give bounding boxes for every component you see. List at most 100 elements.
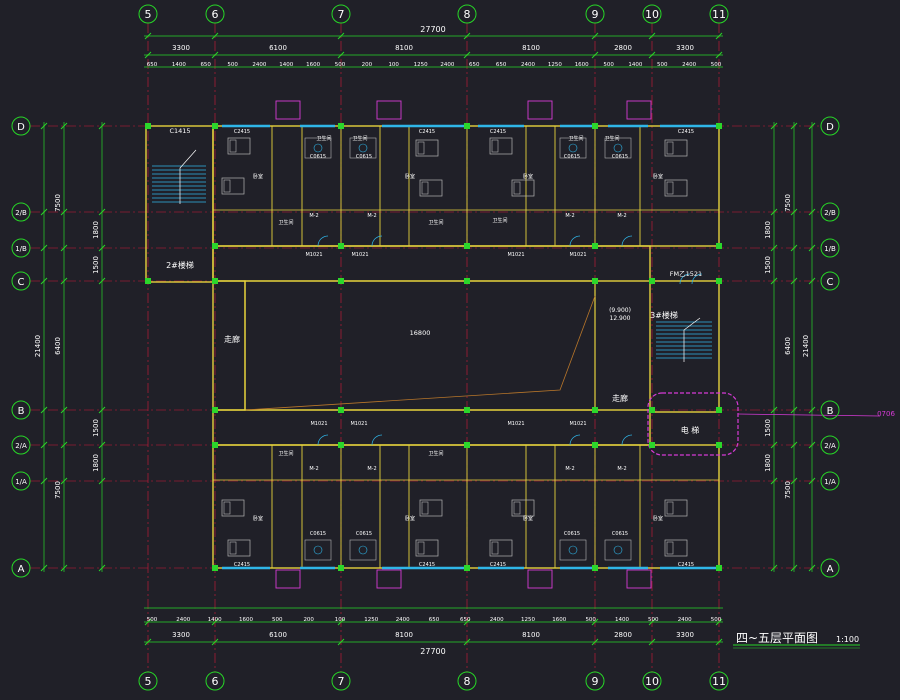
axis-label: 2/A <box>15 442 27 450</box>
pillow <box>229 541 237 555</box>
dim-text: 2800 <box>614 44 632 52</box>
pillow <box>421 181 429 195</box>
structural-column <box>212 243 218 249</box>
courtyard-dim: 16800 <box>410 329 431 337</box>
plan-label: M-2 <box>367 466 376 472</box>
bath-fixture <box>349 137 377 159</box>
level-mark: 12.900 <box>610 315 631 322</box>
plan-label: C2415 <box>419 129 435 135</box>
dim-tick <box>808 477 816 485</box>
dim-text: 6100 <box>269 631 287 639</box>
bed <box>511 499 535 517</box>
axis-label: 11 <box>712 675 726 688</box>
wash-basin <box>313 545 323 555</box>
dim-tick <box>770 477 778 485</box>
dim-text: 200 <box>303 617 314 623</box>
structural-column <box>649 278 655 284</box>
stair-tower-right <box>649 280 720 413</box>
dim-text: 500 <box>603 62 614 68</box>
bed <box>664 539 688 557</box>
plan-label: 卧室 <box>253 515 263 522</box>
bath-fixture <box>604 539 632 561</box>
plan-label: C2415 <box>419 562 435 568</box>
dim-text: 1800 <box>764 454 772 472</box>
dim-tick <box>790 244 798 252</box>
dim-tick <box>808 277 816 285</box>
dim-text: 1600 <box>552 617 566 623</box>
dim-tick <box>40 277 48 285</box>
dim-tick <box>60 477 68 485</box>
dim-text: 21400 <box>802 335 810 357</box>
dim-text: 21400 <box>34 335 42 357</box>
dim-tick <box>463 32 471 40</box>
wash-basin <box>313 143 323 153</box>
dim-text: 1800 <box>92 221 100 239</box>
dim-text: 1250 <box>521 617 535 623</box>
dim-text: 2400 <box>440 62 454 68</box>
dim-tick <box>715 51 723 59</box>
plan-label: C0615 <box>564 154 580 160</box>
dim-tick <box>60 406 68 414</box>
dim-tick <box>808 441 816 449</box>
plan-label: 卫生间 <box>428 450 443 457</box>
dim-text: 1600 <box>239 617 253 623</box>
pillow <box>229 139 237 153</box>
axis-bubble-right: 1/B <box>820 238 840 258</box>
plan-label: M-2 <box>565 213 574 219</box>
bed <box>664 139 688 157</box>
dim-tick <box>144 32 152 40</box>
dim-tick <box>770 441 778 449</box>
building-walls <box>145 100 881 589</box>
bed <box>511 179 535 197</box>
dim-tick <box>60 564 68 572</box>
structural-column <box>716 243 722 249</box>
axis-bubble-top: 5 <box>138 4 158 24</box>
axis-label: 2/B <box>15 209 27 217</box>
pillow <box>491 139 499 153</box>
plan-label: C0615 <box>310 154 326 160</box>
dim-text: 3300 <box>172 44 190 52</box>
structural-column <box>338 407 344 413</box>
plan-label: M1021 <box>569 252 586 258</box>
west-link <box>212 280 246 411</box>
axis-label: 8 <box>464 675 471 688</box>
left-dimension-column: 21400 7500 6400 7500 1800 1500 1500 1800 <box>34 194 100 499</box>
dim-tick <box>337 638 345 646</box>
structural-column <box>716 407 722 413</box>
dim-text: 100 <box>335 617 346 623</box>
bottom-dimension-row: 3300 6100 8100 8100 2800 3300 <box>172 631 694 639</box>
plan-label: 卫生间 <box>568 135 583 142</box>
dim-tick <box>40 406 48 414</box>
dim-tick <box>211 638 219 646</box>
plan-label: 卧室 <box>405 173 415 180</box>
structural-column <box>338 123 344 129</box>
axis-bubble-left: 1/A <box>11 471 31 491</box>
dim-text: 1800 <box>764 221 772 239</box>
dim-text: 8100 <box>395 44 413 52</box>
drawing-title-block: 四~五层平面图 1:100 <box>733 631 860 649</box>
total-dimension-top: 27700 <box>420 25 445 34</box>
dim-tick <box>98 441 106 449</box>
wash-basin <box>613 143 623 153</box>
plan-label: M-2 <box>367 213 376 219</box>
door-swing <box>679 273 691 285</box>
bath-fixture <box>304 137 332 159</box>
dim-text: 1800 <box>92 454 100 472</box>
dim-tick <box>770 244 778 252</box>
dim-text: 650 <box>200 62 211 68</box>
axis-label: 10 <box>645 8 659 21</box>
dim-text: 1500 <box>92 256 100 274</box>
axis-bubble-bottom: 11 <box>709 671 729 691</box>
elevator-label: 电 梯 <box>681 425 700 435</box>
stair-left-label: 2#楼梯 <box>166 260 194 270</box>
bed <box>489 137 513 155</box>
dim-text: 1400 <box>279 62 293 68</box>
dim-tick <box>808 122 816 130</box>
dim-text: 7500 <box>784 481 792 499</box>
dim-tick <box>770 564 778 572</box>
axis-label: 6 <box>212 675 219 688</box>
axis-label: 5 <box>145 675 152 688</box>
plan-label: C2415 <box>678 562 694 568</box>
